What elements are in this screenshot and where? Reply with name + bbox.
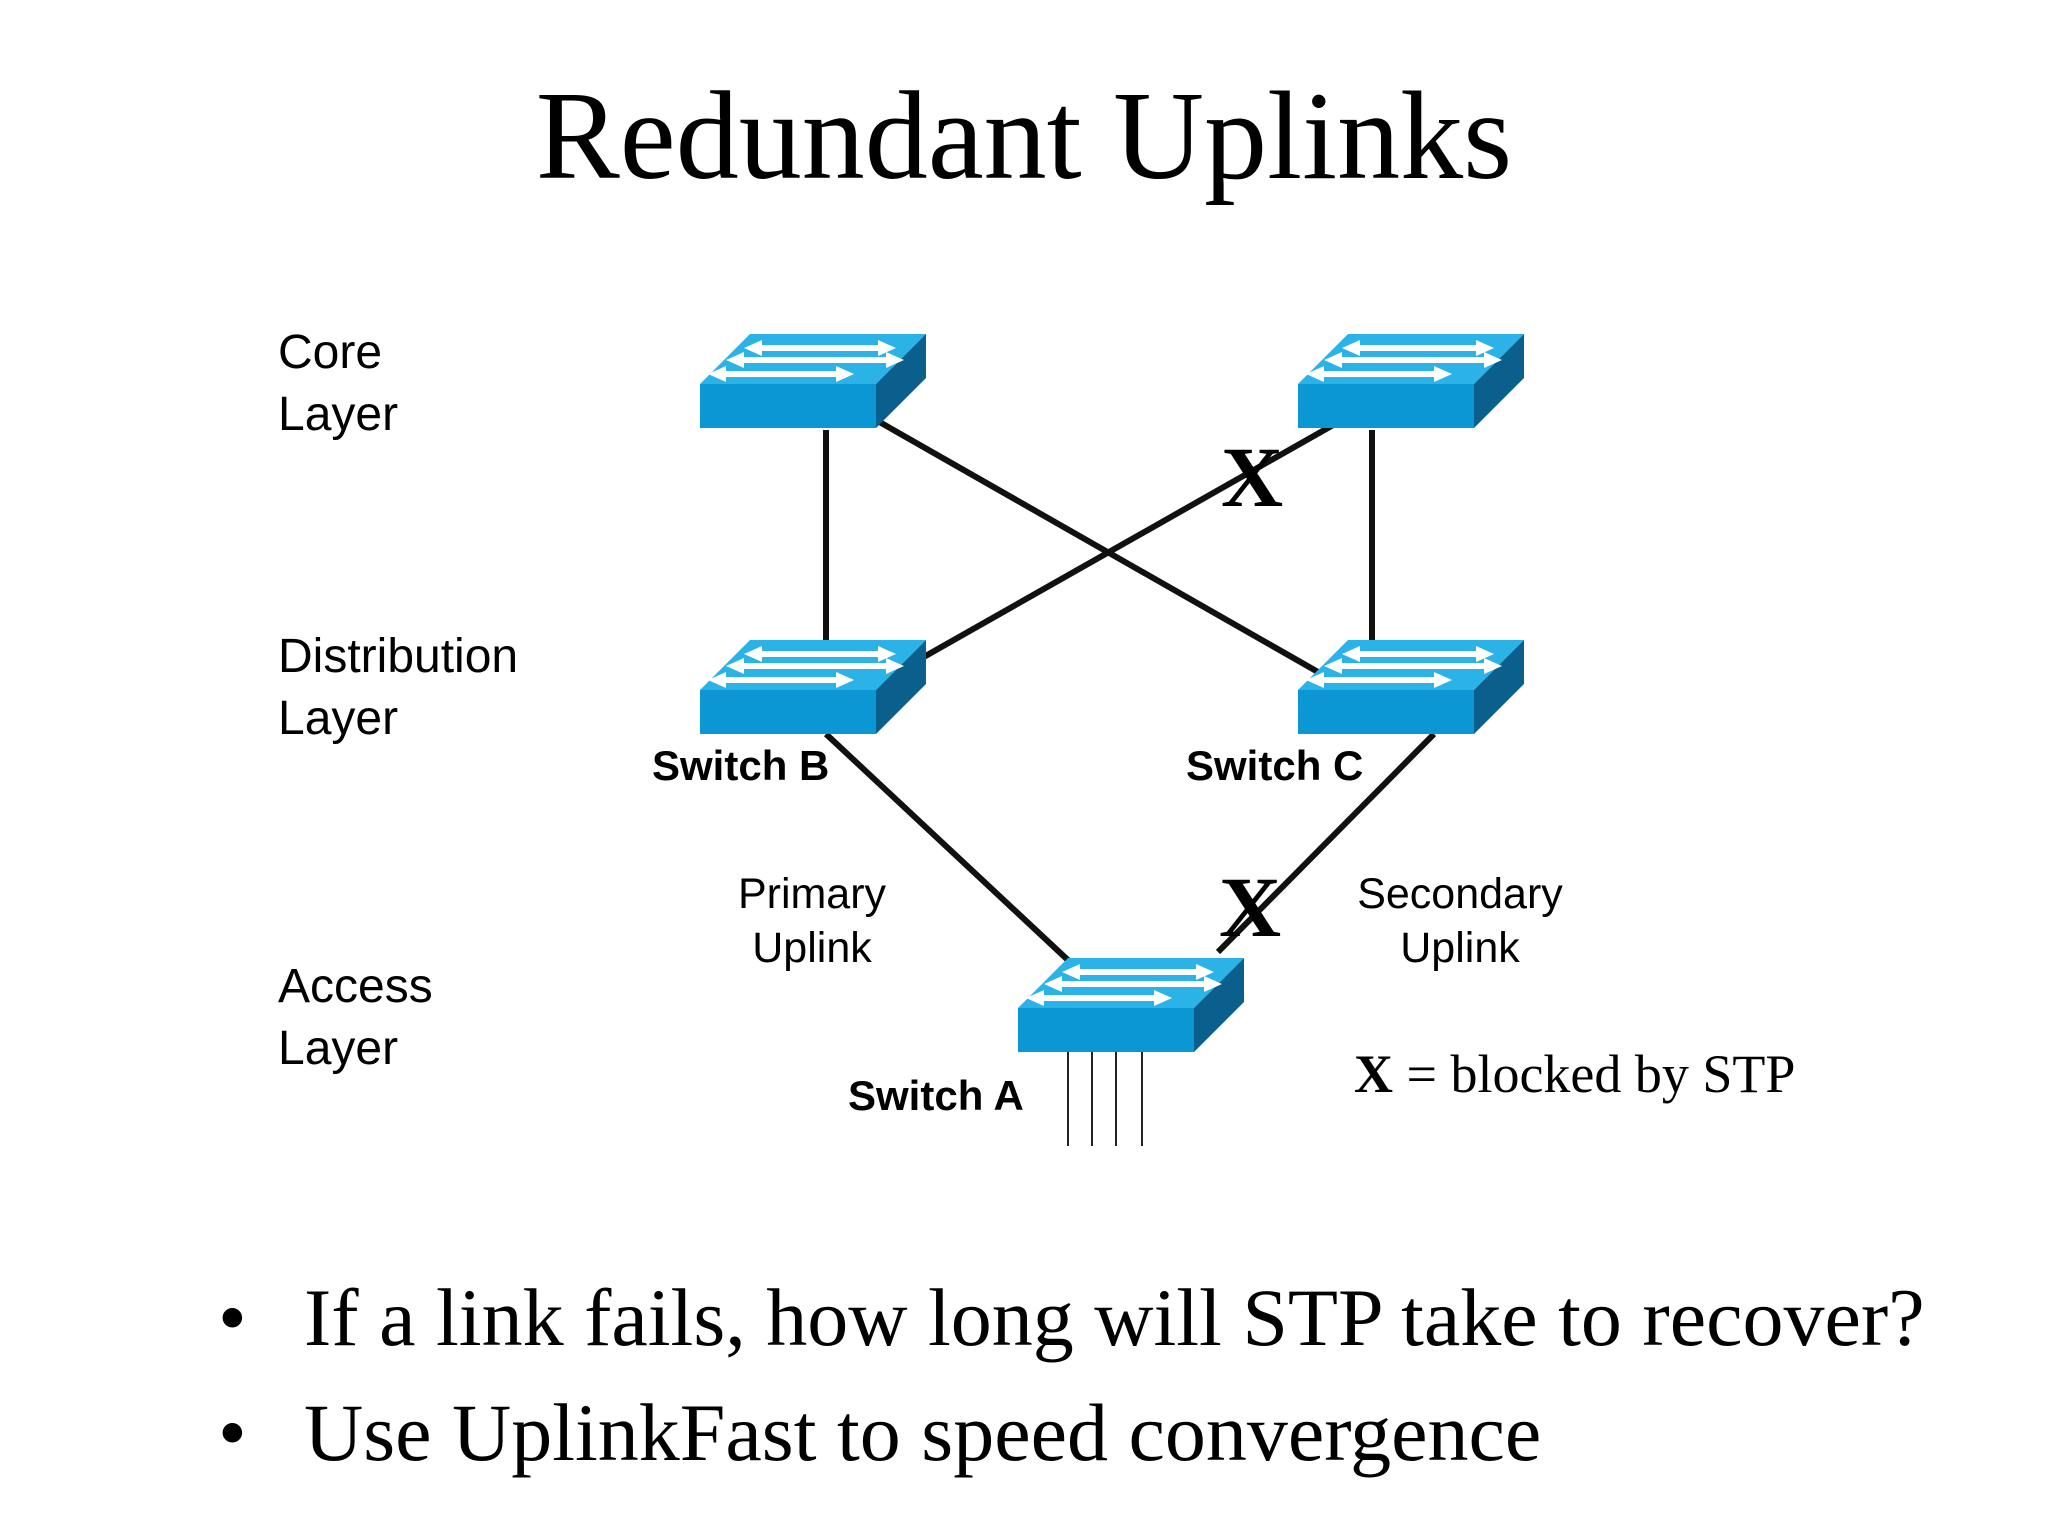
secondary-uplink-line-2: Uplink: [1400, 924, 1520, 972]
switch-c-label: Switch C: [1186, 742, 1363, 789]
blocked-marker-secondary: X: [1219, 859, 1281, 955]
link-core-right-to-switch-b-blocked: [920, 417, 1344, 661]
distribution-layer-line-1: Distribution: [278, 630, 519, 683]
core-layer-label: Core Layer: [278, 322, 398, 446]
access-layer-line-2: Layer: [278, 1022, 399, 1075]
links: [823, 417, 1437, 965]
switch-b-icon: [700, 640, 926, 734]
legend-marker: X: [1354, 1044, 1393, 1104]
legend-text: = blocked by STP: [1393, 1044, 1795, 1104]
secondary-uplink-line-1: Secondary: [1357, 870, 1563, 918]
access-layer-line-1: Access: [278, 960, 433, 1013]
bullet-item-1: If a link fails, how long will STP take …: [218, 1260, 1925, 1375]
switch-a-ports: [1067, 1052, 1143, 1146]
slide-title: Redundant Uplinks: [535, 67, 1513, 206]
switch-c-icon: [1298, 640, 1524, 734]
bullet-list: If a link fails, how long will STP take …: [218, 1260, 1925, 1490]
core-switch-right-icon: [1298, 334, 1524, 428]
link-switch-b-to-switch-a-primary: [823, 731, 1073, 965]
link-switch-c-to-switch-a-secondary: [1215, 731, 1437, 955]
primary-uplink-line-1: Primary: [738, 870, 887, 918]
bullet-item-2: Use UplinkFast to speed convergence: [218, 1375, 1925, 1490]
access-layer-label: Access Layer: [278, 956, 433, 1080]
distribution-layer-line-2: Layer: [278, 692, 399, 745]
distribution-layer-label: Distribution Layer: [278, 626, 518, 750]
primary-uplink-line-2: Uplink: [752, 924, 872, 972]
link-core-left-to-switch-c: [874, 417, 1320, 675]
blocked-marker-core: X: [1221, 429, 1283, 525]
switch-b-label: Switch B: [652, 742, 829, 789]
core-layer-line-1: Core: [278, 326, 383, 379]
switch-a-icon: [1018, 958, 1244, 1052]
legend: X = blocked by STP: [1354, 1044, 1795, 1104]
core-switch-left-icon: [700, 334, 926, 428]
core-layer-line-2: Layer: [278, 388, 399, 441]
switch-a-label: Switch A: [848, 1072, 1024, 1119]
